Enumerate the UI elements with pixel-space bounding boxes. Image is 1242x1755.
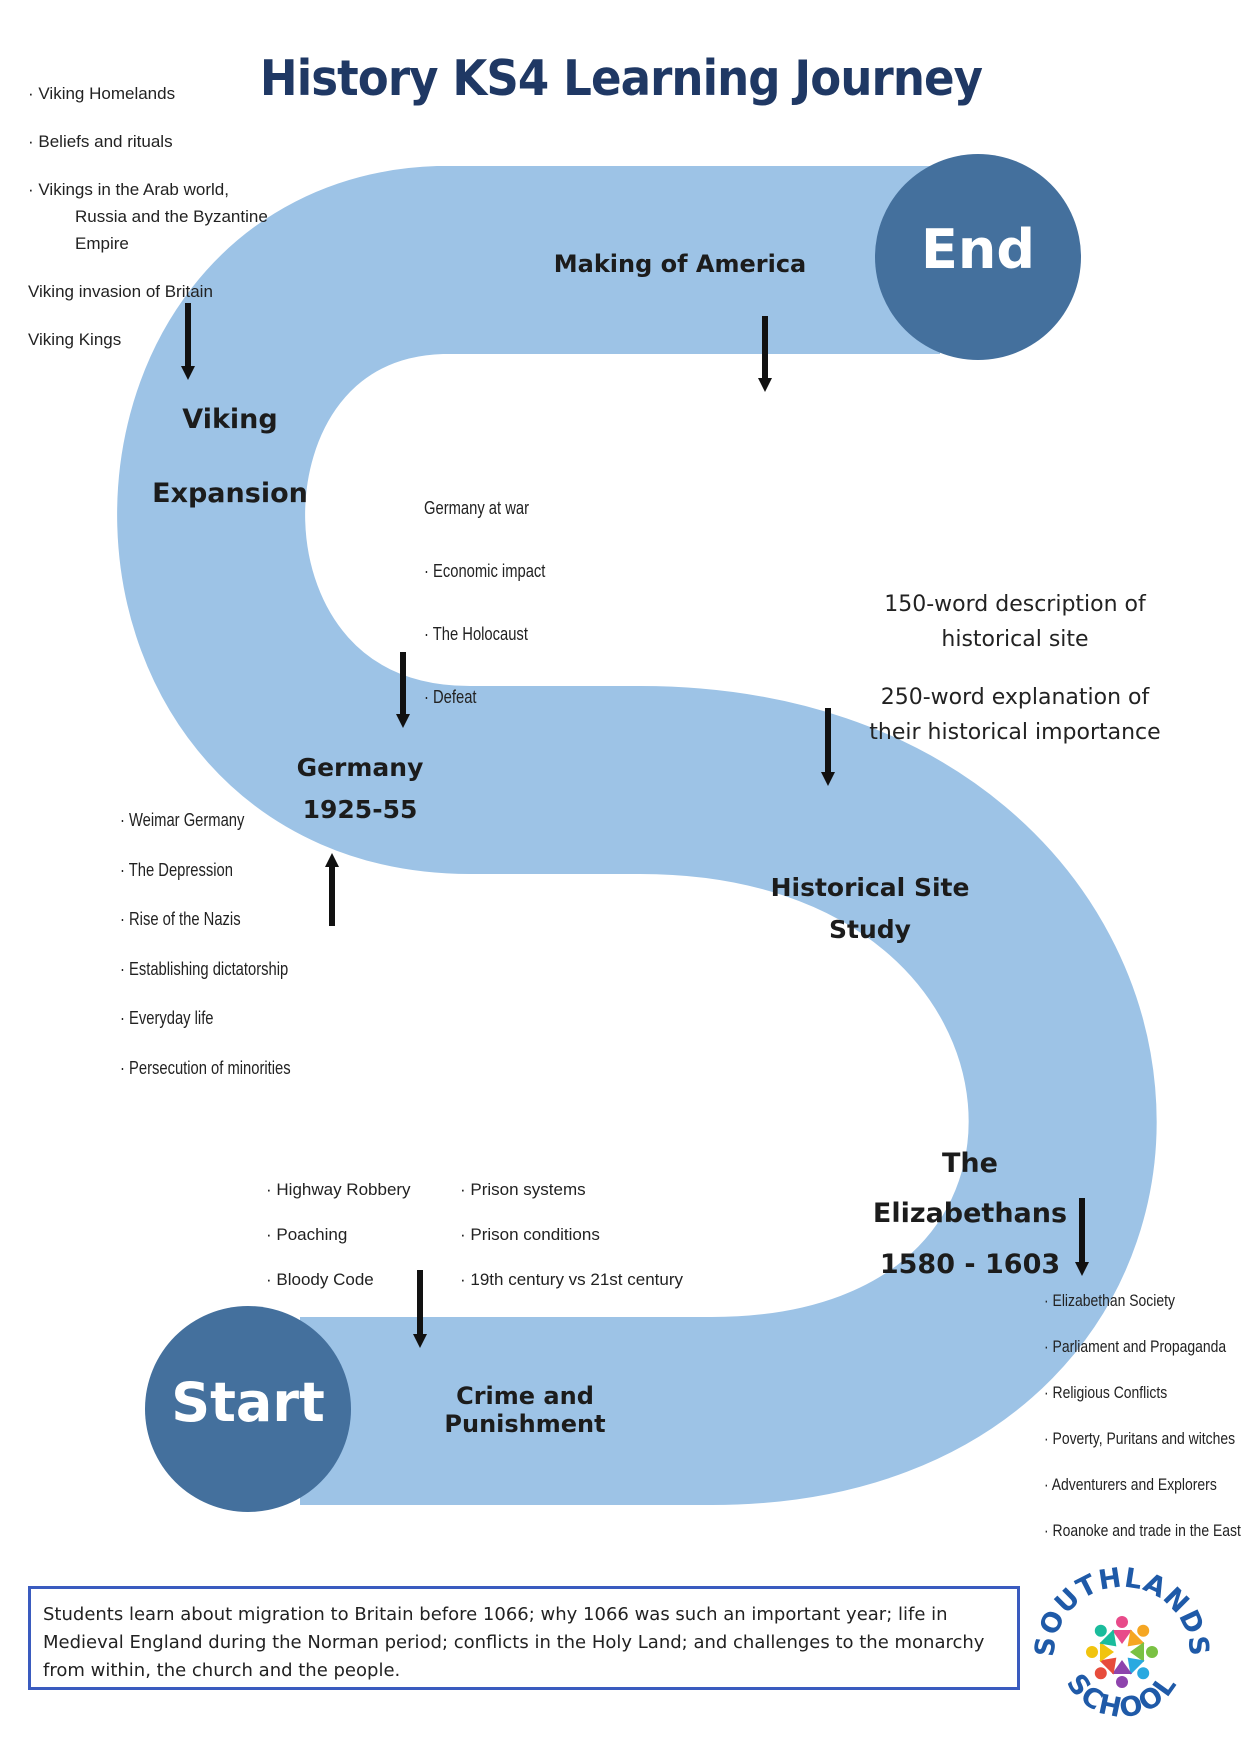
crime-topic: · Poaching xyxy=(266,1225,348,1244)
start-circle xyxy=(145,1306,351,1512)
s-curve-path xyxy=(117,166,1157,1505)
crime-topic: · Highway Robbery xyxy=(266,1180,411,1199)
viking-topic: · Vikings in the Arab world, xyxy=(28,180,229,199)
elizabethan-topic: · Roanoke and trade in the East xyxy=(1044,1521,1241,1540)
arrow-down-icon xyxy=(181,303,195,380)
page-title: History KS4 Learning Journey xyxy=(259,50,983,107)
stage-site-line1: Historical Site xyxy=(770,873,970,902)
crime-topic: · Bloody Code xyxy=(266,1270,374,1289)
site-note: historical site xyxy=(941,627,1089,652)
stage-germany-line2: 1925-55 xyxy=(302,795,418,824)
viking-topic: · Viking Homelands xyxy=(28,84,176,103)
germany-war-topic: · The Holocaust xyxy=(424,624,528,644)
arrow-down-icon xyxy=(821,708,835,786)
people-ring-icon xyxy=(1086,1616,1158,1688)
start-label: Start xyxy=(171,1371,325,1434)
viking-topic: Viking invasion of Britain xyxy=(28,282,213,301)
arrow-down-icon xyxy=(1075,1198,1089,1276)
stage-making-of-america: Making of America xyxy=(553,250,807,278)
stage-crime-and-punishment: Crime and Punishment xyxy=(444,1382,606,1438)
germany-war-topic: · Defeat xyxy=(424,687,477,707)
elizabethan-topic: · Elizabethan Society xyxy=(1044,1291,1175,1310)
ks3-summary-box: Students learn about migration to Britai… xyxy=(28,1586,1020,1690)
elizabethan-topic: · Parliament and Propaganda xyxy=(1044,1337,1227,1356)
germany-topic: · Persecution of minorities xyxy=(120,1058,291,1078)
site-note: 250-word explanation of xyxy=(880,685,1150,710)
arrow-down-icon xyxy=(758,316,772,392)
germany-topic: · Weimar Germany xyxy=(120,810,245,830)
stage-elizabethans-line3: 1580 - 1603 xyxy=(879,1249,1061,1280)
elizabethan-topic: · Religious Conflicts xyxy=(1044,1383,1168,1402)
elizabethan-topic: · Adventurers and Explorers xyxy=(1044,1475,1217,1494)
germany-war-topic: · Economic impact xyxy=(424,561,546,581)
viking-topic: · Beliefs and rituals xyxy=(28,132,173,151)
viking-topic: Russia and the Byzantine xyxy=(75,207,268,226)
end-label: End xyxy=(921,218,1035,281)
germany-topic: · Rise of the Nazis xyxy=(120,909,241,929)
germany-topic: · Everyday life xyxy=(120,1008,214,1028)
germany-topic: · The Depression xyxy=(120,860,233,880)
viking-topic: Viking Kings xyxy=(28,330,122,349)
end-circle xyxy=(875,154,1081,360)
site-note: 150-word description of xyxy=(884,592,1146,617)
arrow-down-icon xyxy=(413,1270,427,1348)
southlands-school-logo: SOUTHLANDS SCHOOL xyxy=(1032,1562,1212,1724)
stage-viking-line2: Expansion xyxy=(152,478,308,509)
elizabethan-topic: · Poverty, Puritans and witches xyxy=(1044,1429,1236,1448)
viking-topic: Empire xyxy=(75,234,129,253)
stage-site-line2: Study xyxy=(829,915,911,944)
stage-elizabethans-line2: Elizabethans xyxy=(872,1198,1068,1229)
crime-topic: · Prison systems xyxy=(460,1180,586,1199)
crime-topic: · Prison conditions xyxy=(460,1225,600,1244)
arrows xyxy=(181,303,1089,1348)
stage-viking-line1: Viking xyxy=(182,404,278,435)
site-note: their historical importance xyxy=(869,720,1161,745)
arrow-down-icon xyxy=(396,652,410,728)
germany-topic: · Establishing dictatorship xyxy=(120,959,289,979)
stage-elizabethans-line1: The xyxy=(942,1148,998,1179)
germany-war-topic: Germany at war xyxy=(424,498,529,518)
stage-germany-line1: Germany xyxy=(296,753,424,782)
arrow-up-icon xyxy=(325,853,339,926)
crime-topic: · 19th century vs 21st century xyxy=(460,1270,683,1289)
